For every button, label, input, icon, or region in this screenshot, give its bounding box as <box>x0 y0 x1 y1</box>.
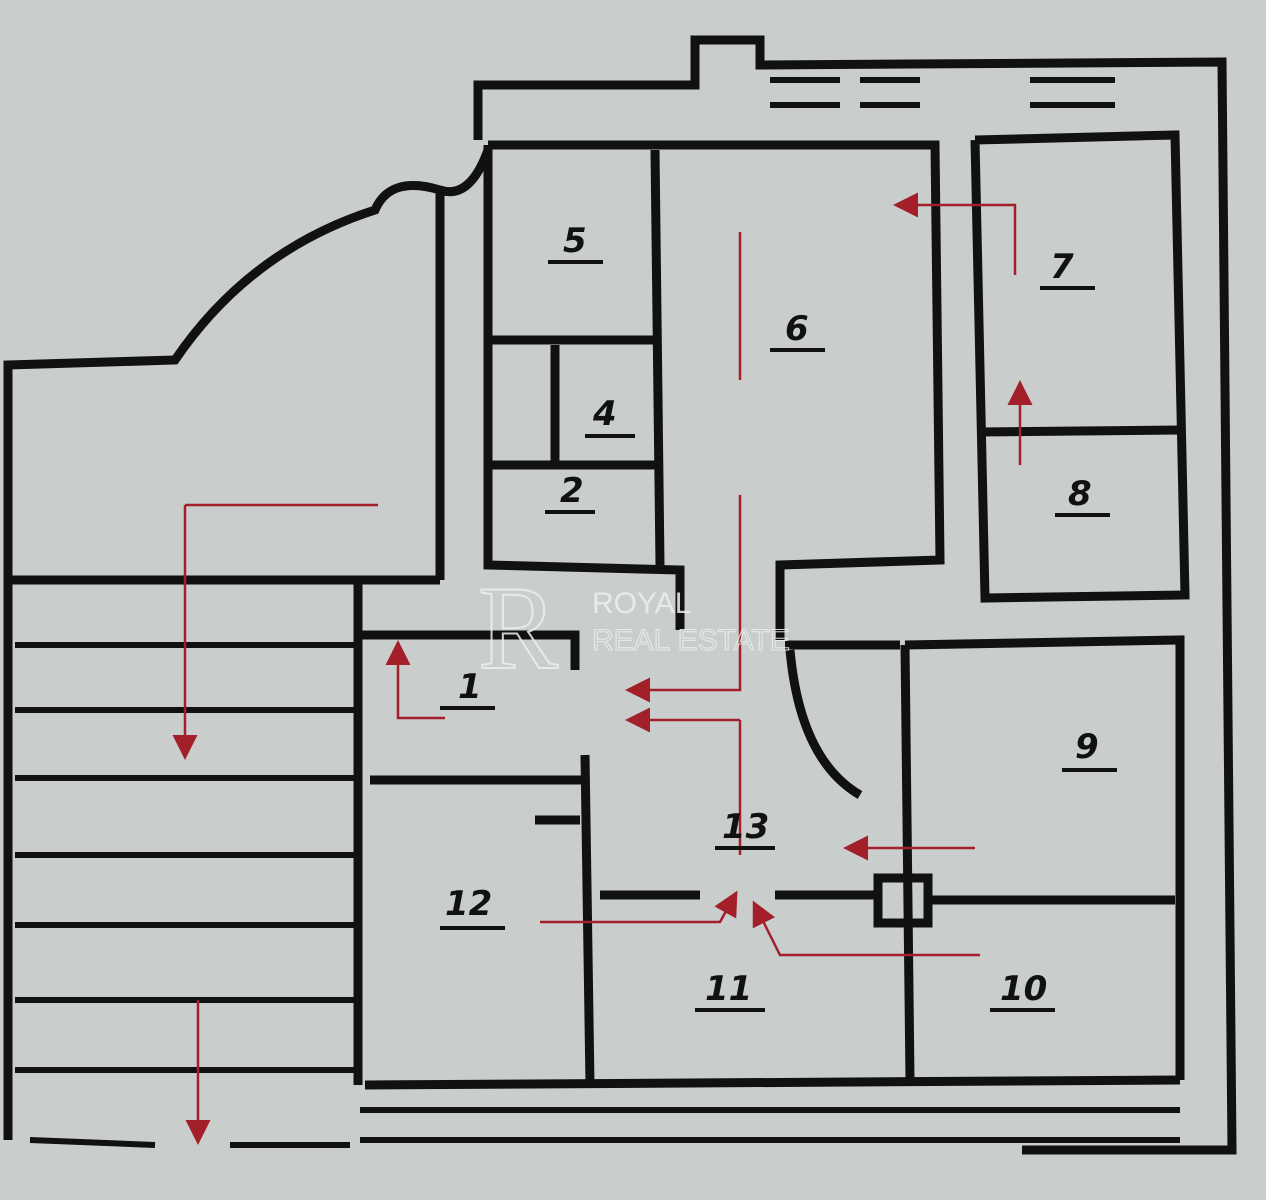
room-5-label: 5 <box>563 221 587 261</box>
watermark-royal: ROYAL <box>592 587 691 620</box>
watermark: R ROYAL REAL ESTATE <box>477 560 790 695</box>
circulation-arrows <box>185 192 1033 1145</box>
room-10-label: 10 <box>1000 969 1047 1009</box>
room-13-label: 13 <box>722 807 769 847</box>
room-6-label: 6 <box>785 309 809 349</box>
watermark-real-estate: REAL ESTATE <box>592 624 790 657</box>
room-labels: 1 2 4 5 6 7 8 9 10 11 12 13 <box>440 221 1117 1012</box>
room-4-label: 4 <box>592 394 617 434</box>
room-11-label: 11 <box>705 969 752 1009</box>
room-1-label: 1 <box>458 667 482 707</box>
room-12-label: 12 <box>445 884 492 924</box>
watermark-monogram: R <box>478 561 558 694</box>
room-2-label: 2 <box>560 471 584 511</box>
room-8-label: 8 <box>1068 474 1092 514</box>
room-9-label: 9 <box>1075 727 1099 767</box>
room-7-label: 7 <box>1050 247 1074 287</box>
